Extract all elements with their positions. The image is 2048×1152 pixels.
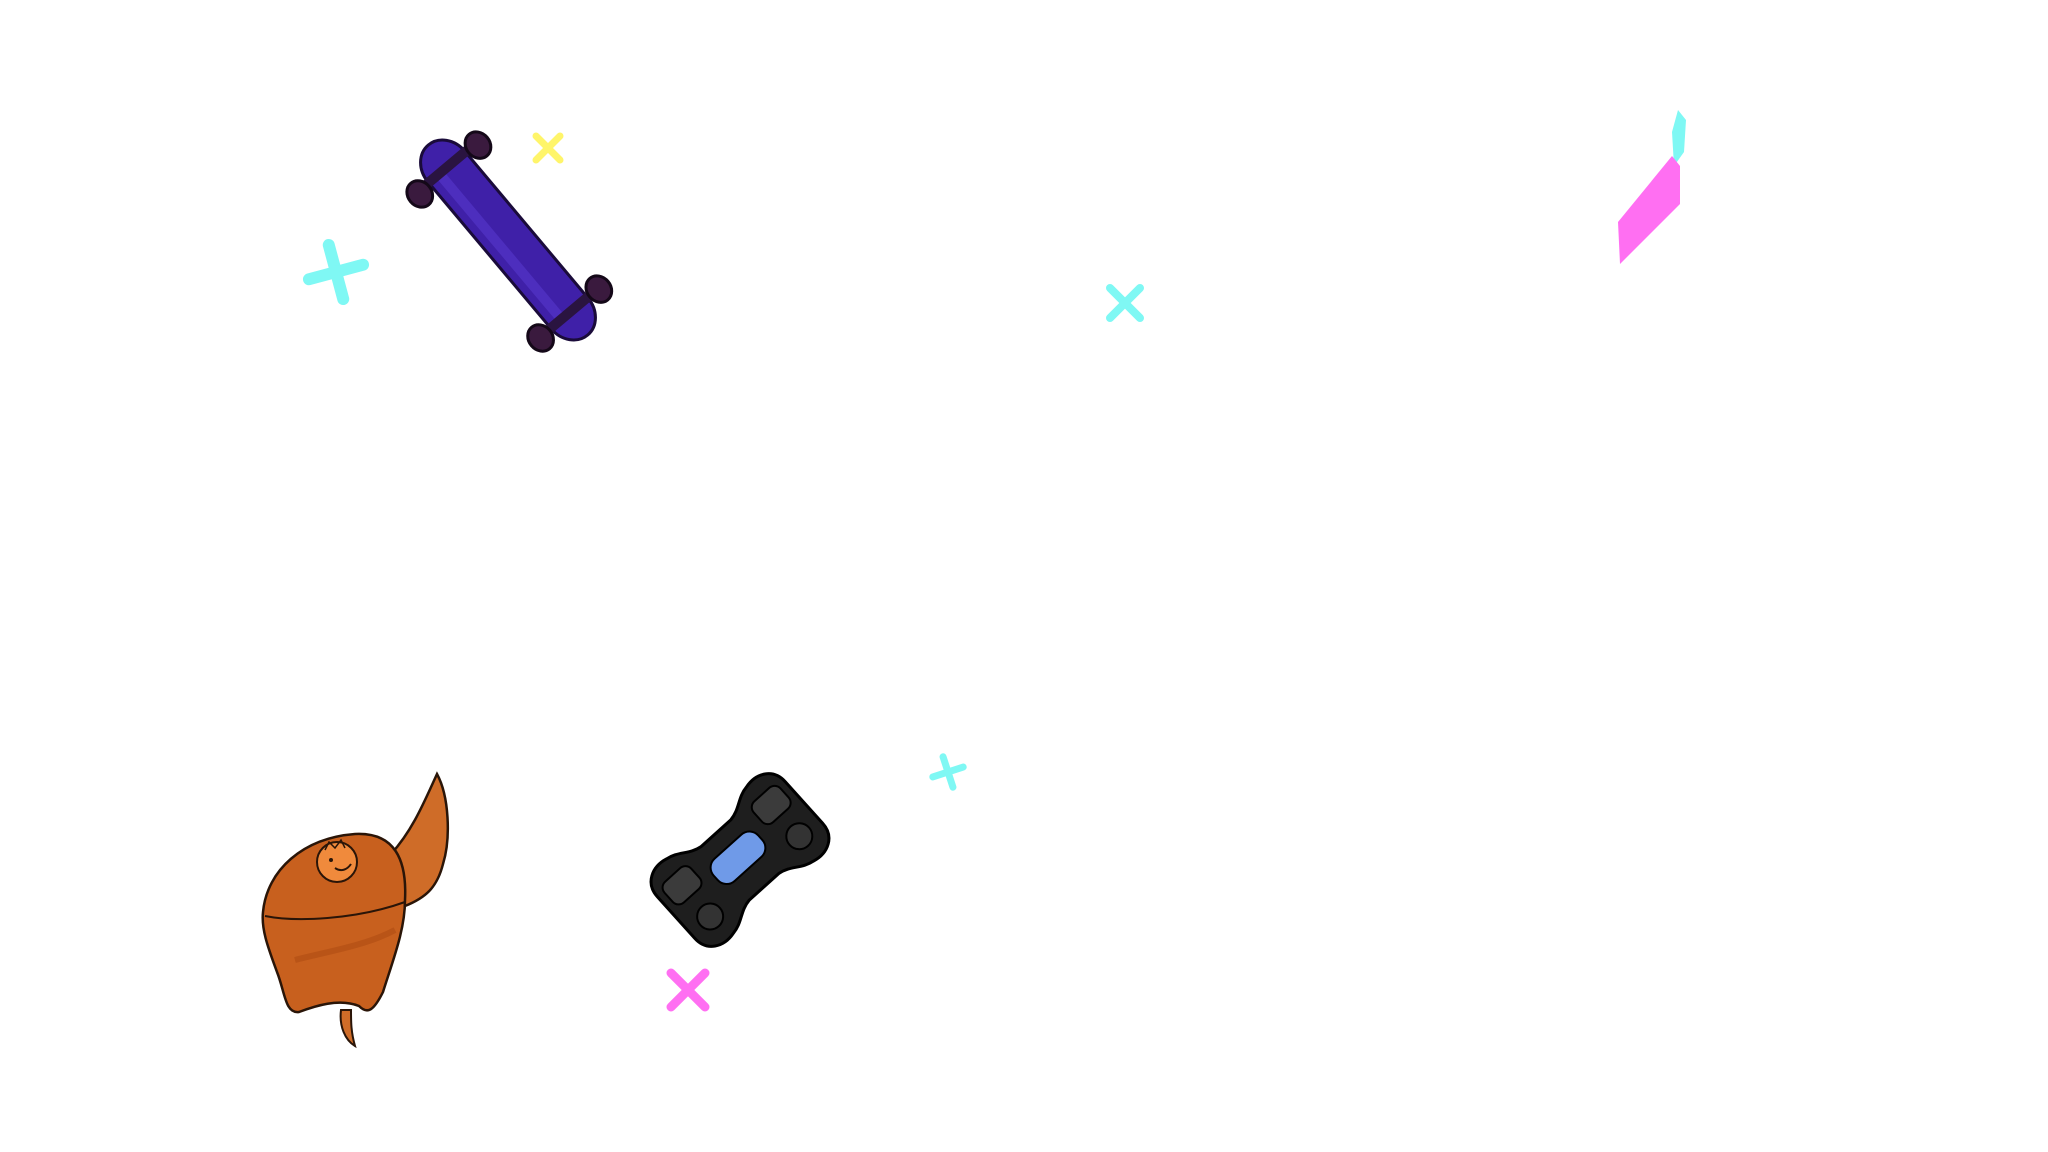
cap-icon [261,771,450,1049]
skateboard-icon [405,130,614,353]
sparkle-cross-icon [1106,284,1144,322]
sparkle-cross-icon [532,132,564,164]
sparkle-cross-icon [666,968,710,1012]
ribbon-icon [1618,110,1686,264]
gamepad-icon [649,772,831,948]
sparkle-cross-icon [302,238,370,306]
sparkle-cross-icon [929,753,967,791]
